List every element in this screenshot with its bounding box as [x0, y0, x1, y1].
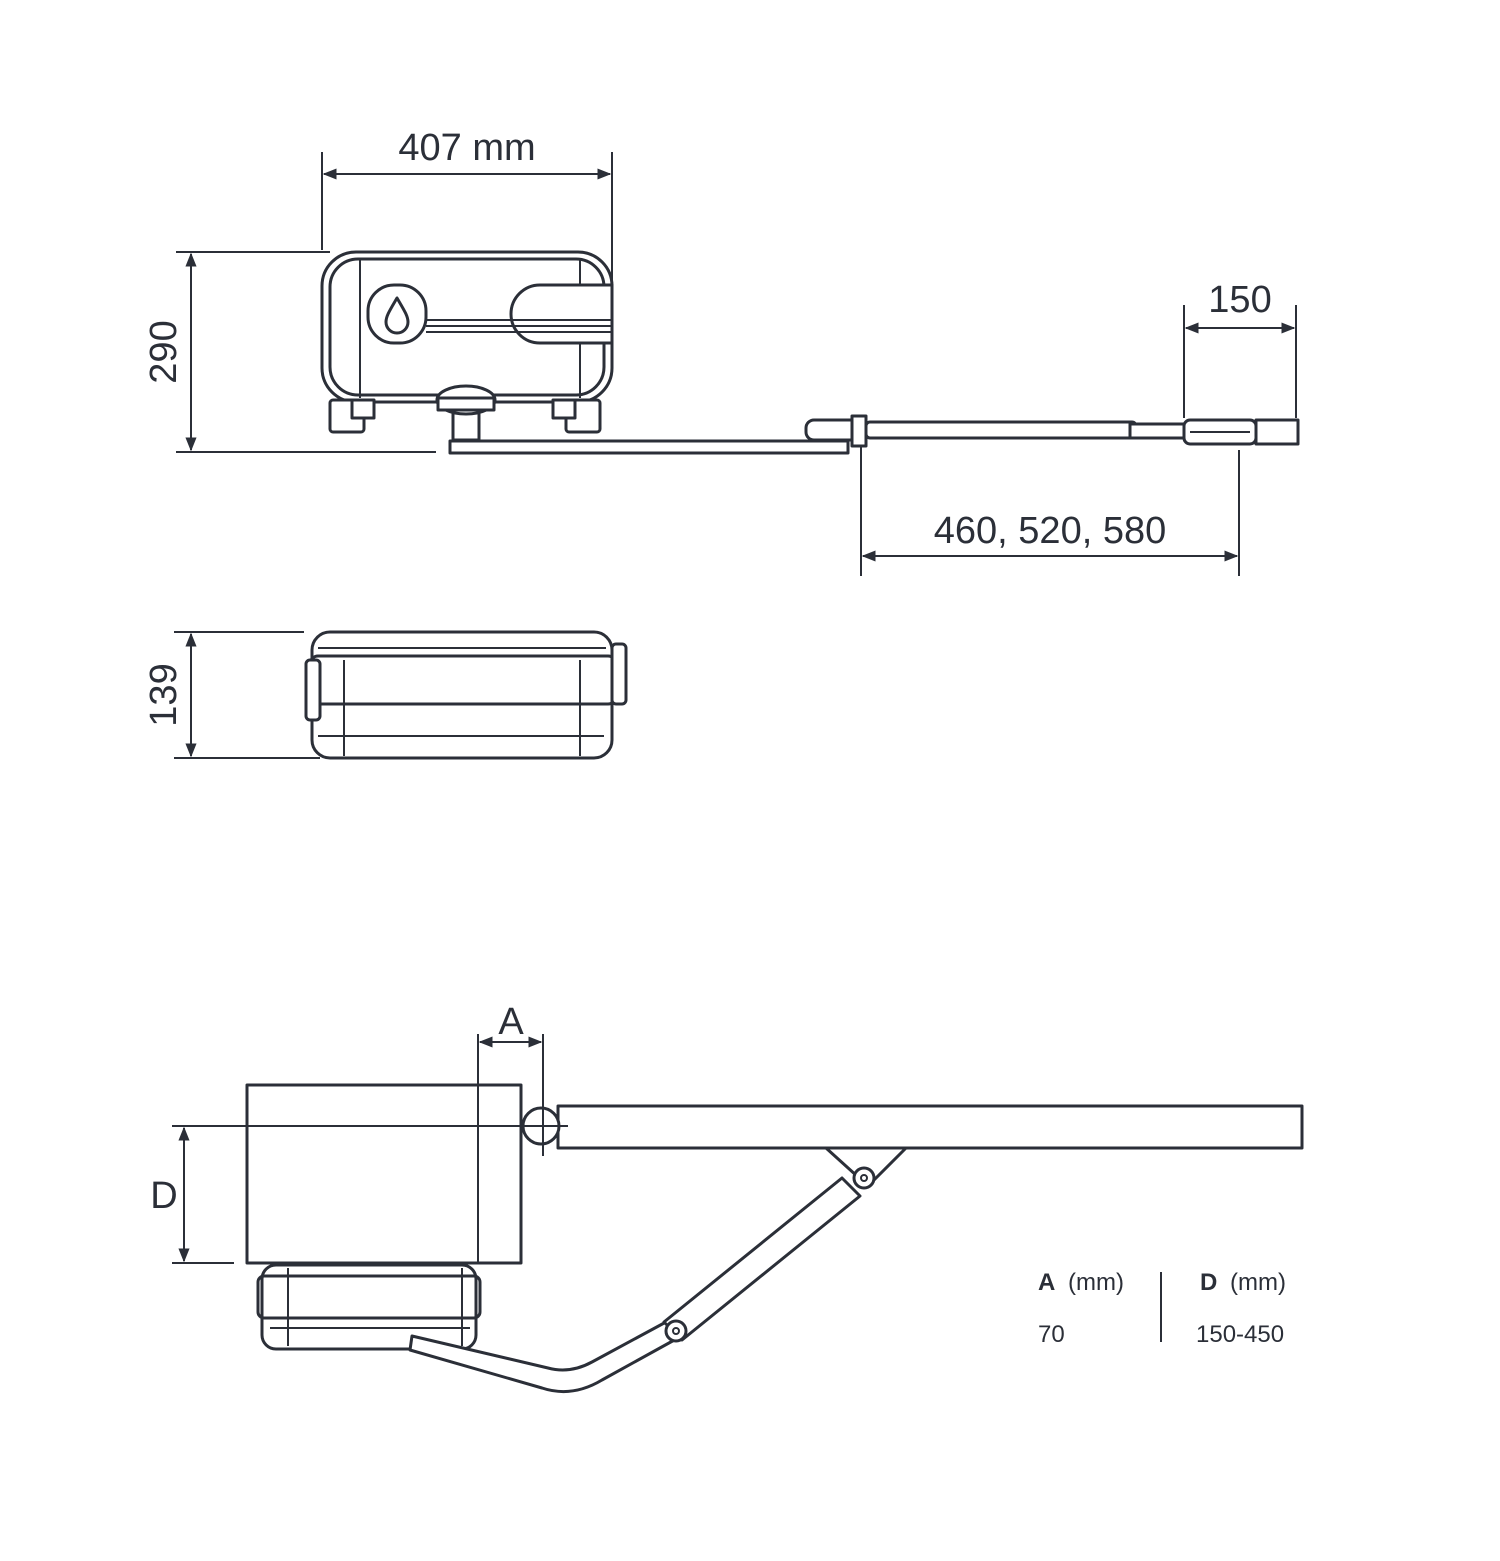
dim-width-label: 407 mm	[398, 127, 535, 169]
drop-icon	[384, 296, 410, 335]
table-value-d: 150-450	[1196, 1321, 1284, 1348]
dim-d-label: D	[150, 1175, 177, 1217]
dim-arm-end-label: 150	[1208, 279, 1271, 321]
dim-depth-label: 139	[143, 663, 185, 726]
pillar	[245, 1083, 523, 1265]
straight-arm	[662, 1176, 862, 1342]
table-value-a: 70	[1038, 1321, 1065, 1348]
dim-arm-length-label: 460, 520, 580	[934, 510, 1166, 552]
drop-badge	[366, 283, 428, 345]
side-view: 139	[143, 630, 628, 760]
installation-plan: A D	[150, 1001, 1304, 1394]
table-header-d: D (mm)	[1200, 1269, 1286, 1296]
side-body	[310, 630, 614, 760]
dimension-table: A (mm) D (mm) 70 150-450	[1038, 1269, 1286, 1348]
dim-height-label: 290	[143, 320, 185, 383]
gate-leaf	[556, 1104, 1304, 1150]
table-header-a: A (mm)	[1038, 1269, 1124, 1296]
top-view: 407 mm 290 150 460, 520, 580	[143, 127, 1300, 576]
dim-a-label: A	[498, 1001, 524, 1043]
plan-operator	[260, 1263, 478, 1351]
arm-base	[448, 439, 850, 455]
